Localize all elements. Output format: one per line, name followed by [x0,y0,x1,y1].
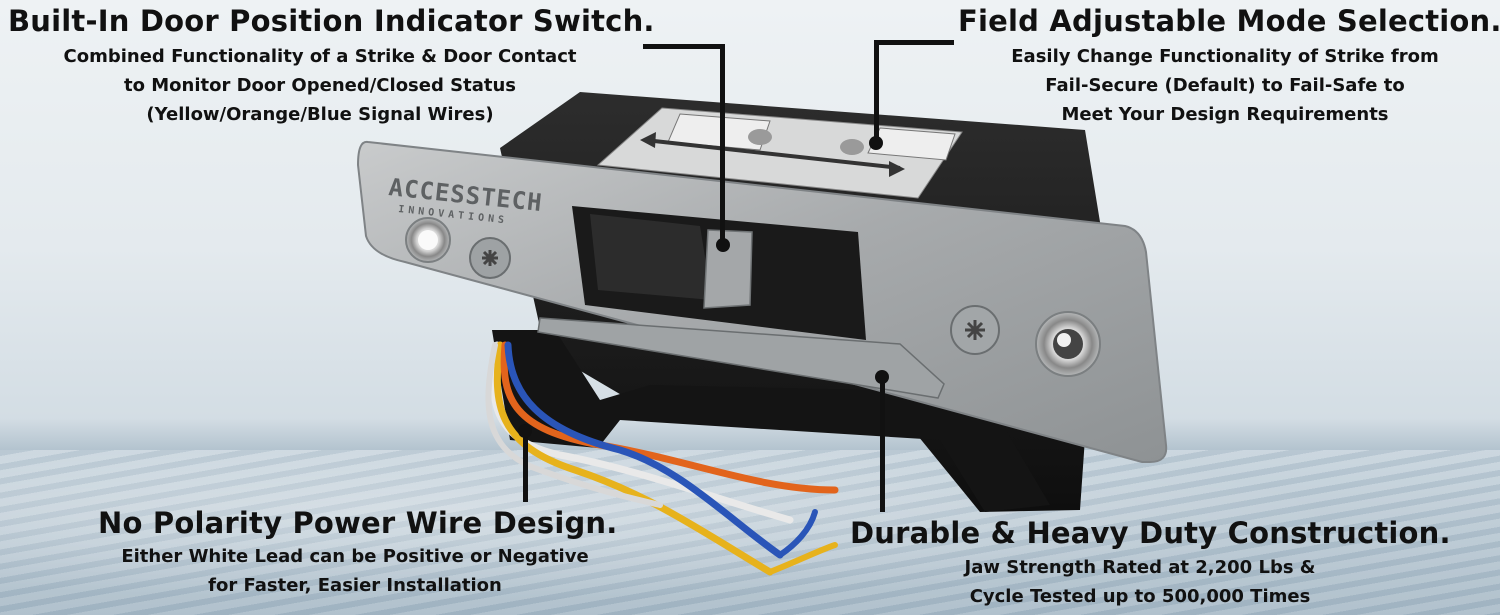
callout-line: (Yellow/Orange/Blue Signal Wires) [146,104,494,125]
leader-line [720,44,725,244]
callout-line: Fail-Secure (Default) to Fail-Safe to [1045,75,1405,96]
callout-description: Jaw Strength Rated at 2,200 Lbs & Cycle … [890,553,1390,611]
callout-line: Combined Functionality of a Strike & Doo… [63,46,577,67]
leader-dot [875,370,889,384]
callout-line: for Faster, Easier Installation [208,575,502,596]
leader-line [880,378,885,512]
callout-title: Durable & Heavy Duty Construction. [850,516,1451,550]
callout-description: Easily Change Functionality of Strike fr… [960,42,1490,129]
callout-line: Jaw Strength Rated at 2,200 Lbs & [964,557,1316,578]
leader-dot [716,238,730,252]
callout-line: to Monitor Door Opened/Closed Status [124,75,516,96]
callout-line: Either White Lead can be Positive or Neg… [121,546,589,567]
leader-dot [869,136,883,150]
callout-description: Either White Lead can be Positive or Neg… [70,542,640,600]
callout-title: Field Adjustable Mode Selection. [958,4,1500,38]
leader-line [874,40,954,45]
wire-bundle [485,341,839,576]
callout-line: Cycle Tested up to 500,000 Times [969,586,1311,607]
leader-line [874,40,879,142]
jaw [537,317,945,399]
callout-description: Combined Functionality of a Strike & Doo… [20,42,620,129]
leader-line [643,44,725,49]
leader-dot [518,424,532,438]
callout-line: Easily Change Functionality of Strike fr… [1011,46,1439,67]
callout-title: No Polarity Power Wire Design. [98,506,618,540]
leader-line [523,432,528,502]
callout-line: Meet Your Design Requirements [1061,104,1389,125]
callout-title: Built-In Door Position Indicator Switch. [8,4,655,38]
housing-bracket [492,330,1050,512]
door-position-switch [703,229,753,309]
